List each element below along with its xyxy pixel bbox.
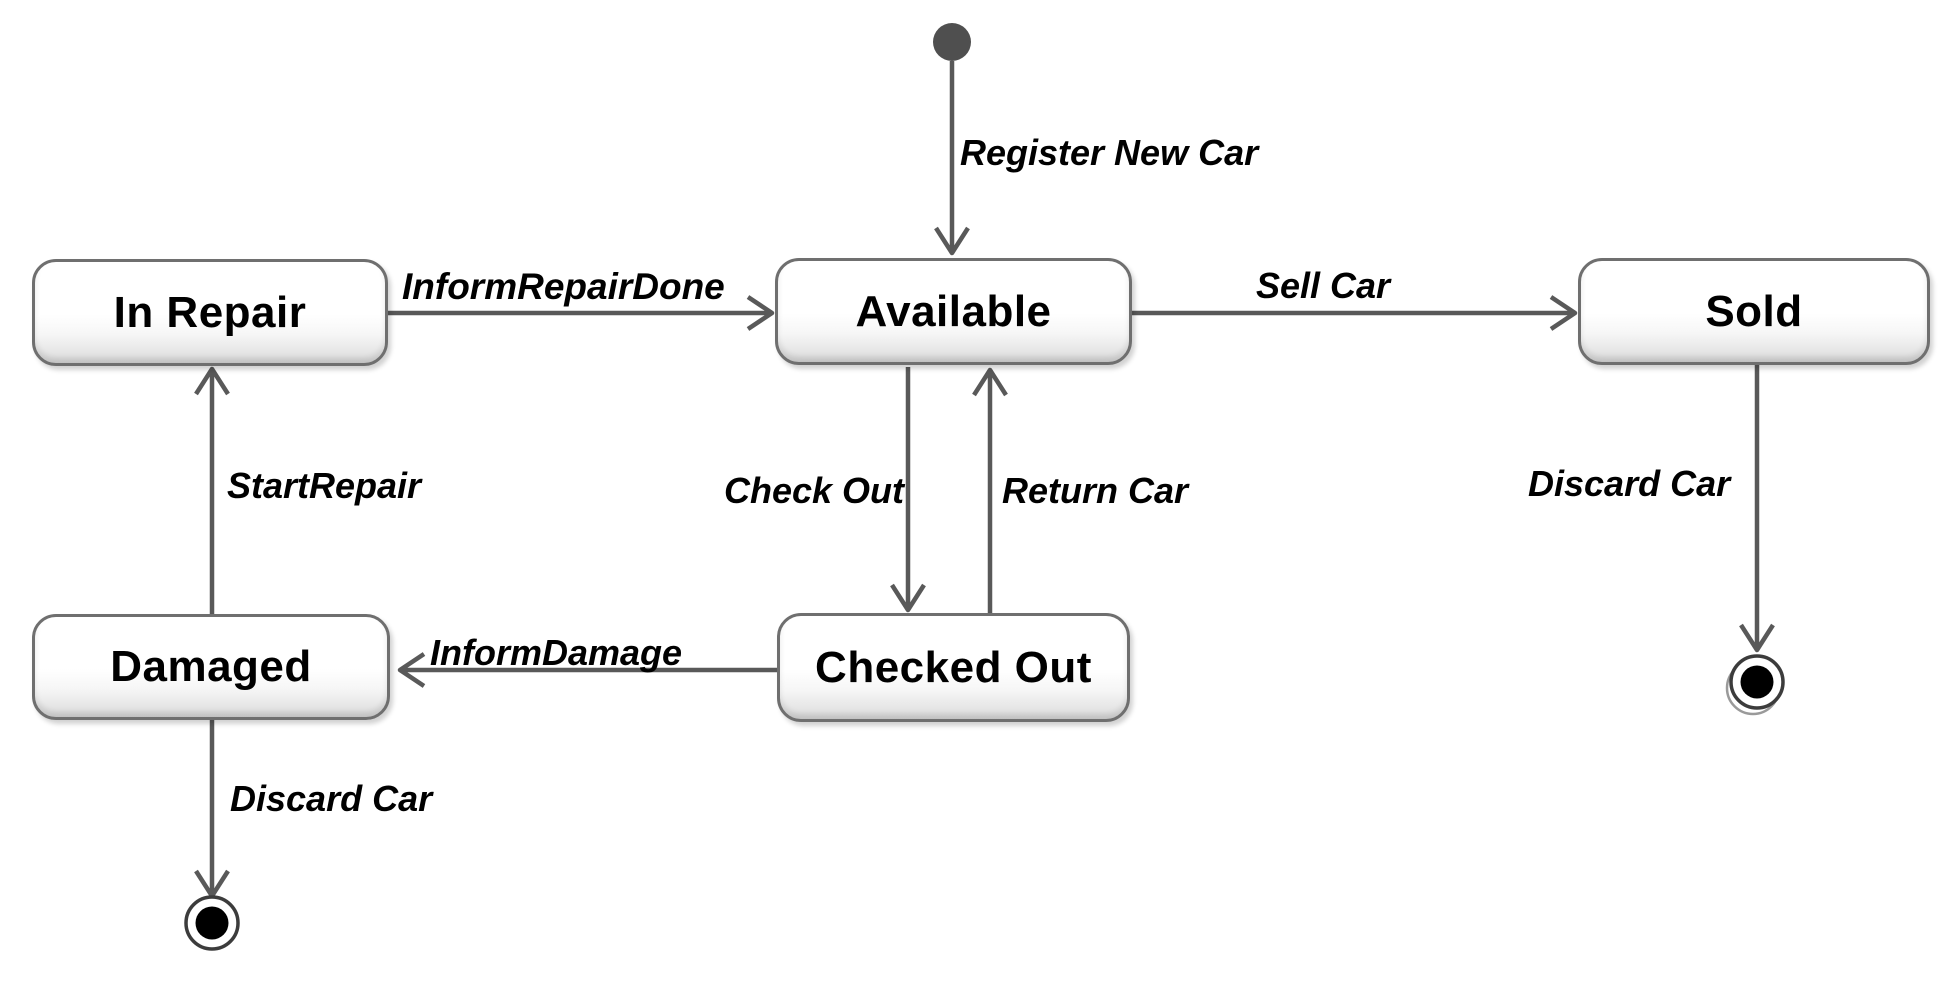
- edge-discard-car-sold: [1739, 365, 1775, 653]
- state-available-label: Available: [855, 286, 1052, 336]
- edge-inform-damage: [397, 652, 777, 688]
- transition-label-start-repair: StartRepair: [227, 465, 422, 506]
- transition-label-discard-car-damaged: Discard Car: [230, 778, 433, 819]
- final-state-node-left: [184, 895, 240, 951]
- transition-label-return-car: Return Car: [1002, 470, 1189, 511]
- transition-label-inform-damage: InformDamage: [430, 632, 683, 673]
- edge-sell-car: [1132, 295, 1578, 331]
- state-damaged-label: Damaged: [110, 642, 312, 691]
- edge-discard-car-damaged: [194, 720, 230, 899]
- edge-start-repair: [194, 366, 230, 614]
- edge-check-out: [890, 367, 926, 613]
- state-checked-out-label: Checked Out: [815, 642, 1092, 692]
- transition-label-register-new-car: Register New Car: [960, 132, 1259, 173]
- final-state-node-right: [1725, 654, 1785, 716]
- transition-label-check-out: Check Out: [723, 470, 904, 511]
- transition-label-inform-repair-done: InformRepairDone: [402, 266, 725, 307]
- state-checked-out: Checked Out: [777, 613, 1130, 722]
- transition-label-sell-car: Sell Car: [1256, 265, 1391, 306]
- initial-state-node: [933, 23, 971, 61]
- edge-return-car: [972, 367, 1008, 613]
- transition-label-discard-car-sold: Discard Car: [1528, 463, 1731, 504]
- state-available: Available: [775, 258, 1132, 365]
- state-in-repair: In Repair: [32, 259, 388, 366]
- state-sold: Sold: [1578, 258, 1930, 365]
- state-in-repair-label: In Repair: [113, 287, 307, 337]
- state-sold-label: Sold: [1705, 286, 1803, 336]
- edge-inform-repair-done: [388, 295, 775, 331]
- edge-register-new-car: [934, 61, 970, 256]
- state-damaged: Damaged: [32, 614, 390, 720]
